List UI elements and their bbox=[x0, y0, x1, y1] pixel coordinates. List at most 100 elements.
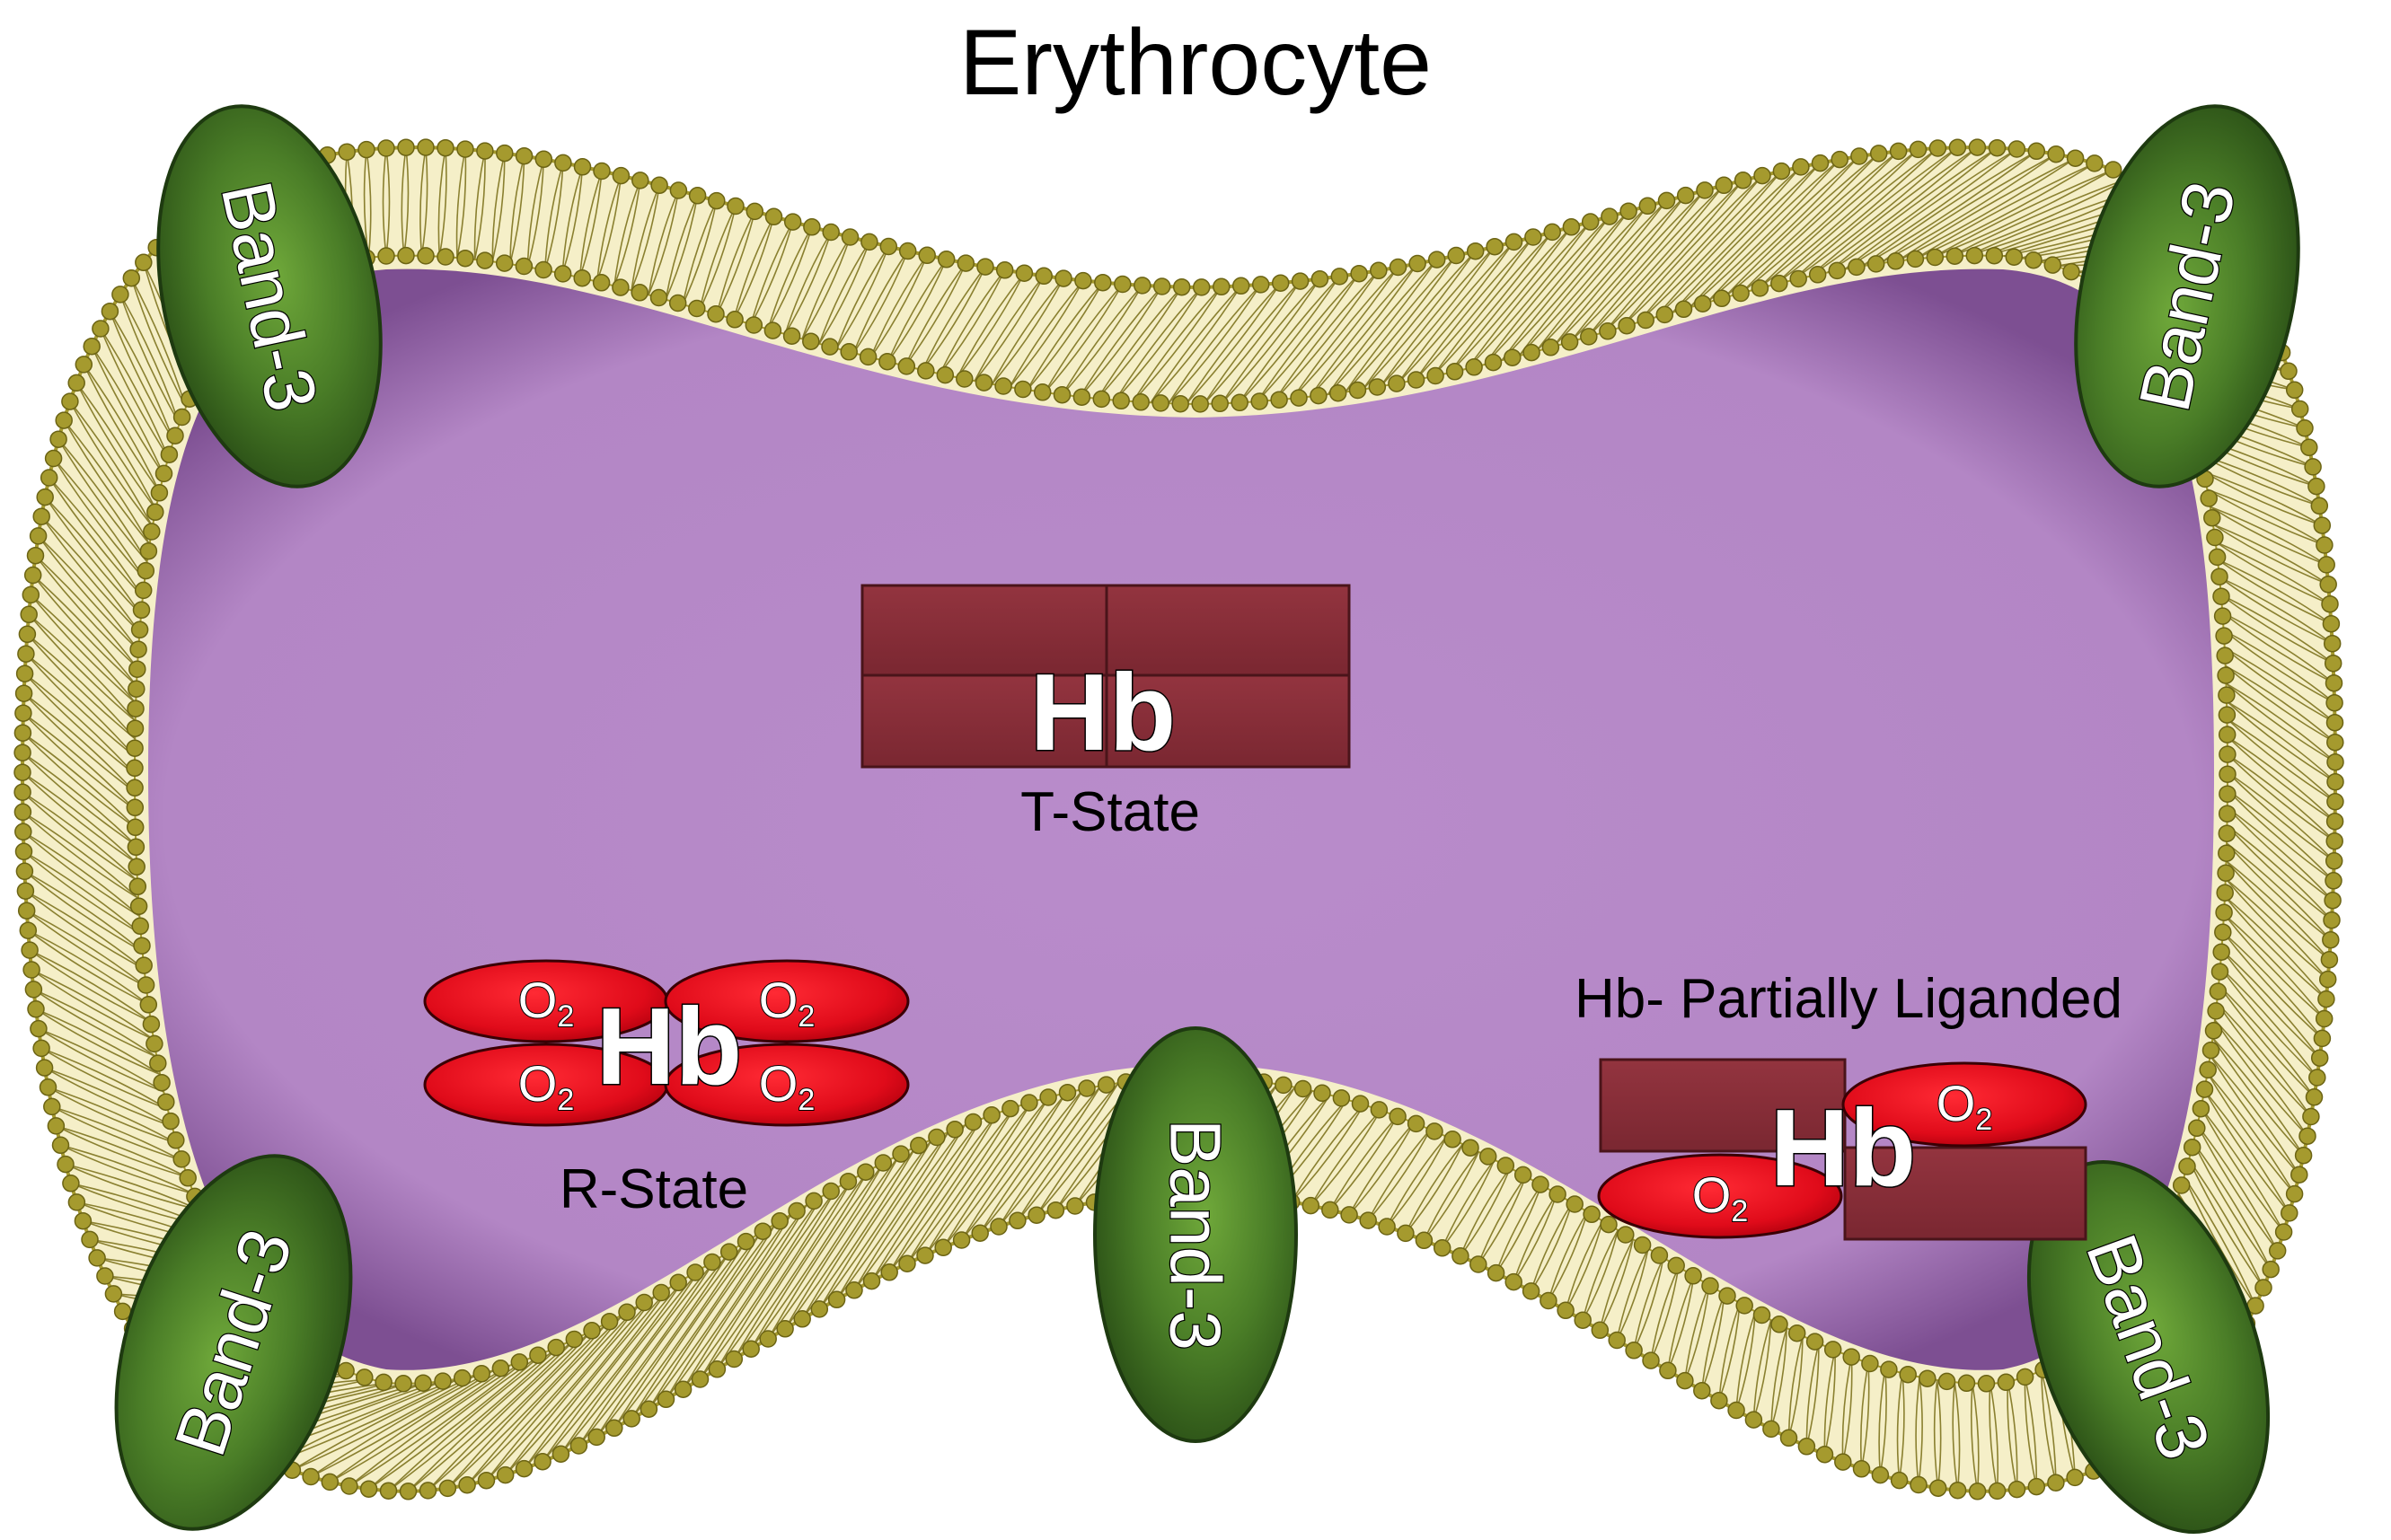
lipid-head bbox=[1389, 1107, 1407, 1126]
lipid-tail bbox=[65, 1163, 201, 1211]
lipid-tail bbox=[1132, 286, 1222, 402]
lipid-tail bbox=[91, 346, 164, 475]
lipid-head bbox=[1425, 1122, 1443, 1140]
lipid-tail bbox=[1309, 262, 1418, 398]
lipid-tail bbox=[2223, 629, 2335, 704]
lipid-tail bbox=[1844, 148, 2017, 270]
lipid-head bbox=[1447, 246, 1465, 265]
lipid-head bbox=[1009, 1211, 1027, 1230]
lipid-tail bbox=[33, 989, 157, 1058]
lipid-head bbox=[434, 1372, 452, 1390]
lipid-head bbox=[2210, 568, 2228, 585]
lipid-head bbox=[2317, 990, 2335, 1008]
lipid-head bbox=[2066, 1468, 2084, 1487]
lipid-tail bbox=[388, 1345, 560, 1492]
lipid-tail bbox=[1582, 1229, 1619, 1321]
lipid-tail bbox=[887, 259, 948, 363]
lipid-head bbox=[96, 1267, 114, 1285]
lipid-head bbox=[419, 1482, 437, 1500]
lipid-tail bbox=[1513, 1193, 1558, 1283]
lipid-tail bbox=[979, 1088, 1084, 1234]
lipid-tail bbox=[1345, 255, 1457, 393]
lipid-head bbox=[1451, 1246, 1469, 1265]
lipid-tail bbox=[2196, 1124, 2279, 1252]
lipid-head bbox=[2016, 1368, 2034, 1386]
svg-text:O2: O2 bbox=[759, 1055, 815, 1117]
lipid-head bbox=[111, 286, 129, 304]
lipid-tail bbox=[2216, 1002, 2312, 1118]
lipid-tail bbox=[835, 246, 889, 349]
lipid-tail bbox=[1310, 1109, 1381, 1207]
lipid-tail bbox=[835, 1131, 949, 1300]
lipid-head bbox=[805, 1192, 823, 1210]
lipid-head bbox=[476, 251, 494, 269]
lipid-tail bbox=[2196, 1124, 2279, 1252]
lipid-tail bbox=[1878, 1368, 1886, 1475]
lipid-head bbox=[67, 1193, 86, 1211]
lipid-tail bbox=[957, 272, 1026, 378]
lipid-tail bbox=[1620, 175, 1763, 328]
lipid-head bbox=[880, 1263, 898, 1281]
lipid-head bbox=[669, 1273, 687, 1292]
lipid-head bbox=[1580, 328, 1598, 346]
lipid-tail bbox=[456, 149, 467, 259]
lipid-tail bbox=[49, 477, 144, 598]
lipid-tail bbox=[2225, 682, 2336, 763]
lipid-tail bbox=[37, 535, 139, 651]
lipid-tail bbox=[291, 1374, 477, 1471]
lipid-tail bbox=[852, 251, 909, 354]
lipid-head bbox=[2254, 1279, 2272, 1297]
lipid-tail bbox=[733, 216, 775, 320]
lipid-head bbox=[573, 268, 591, 287]
lipid-tail bbox=[1405, 1143, 1464, 1234]
lipid-head bbox=[2308, 1069, 2326, 1087]
lipid-tail bbox=[1723, 153, 1880, 299]
lipid-tail bbox=[665, 1213, 792, 1400]
lipid-head bbox=[2315, 1009, 2334, 1028]
lipid-head bbox=[2104, 161, 2122, 179]
lipid-head bbox=[377, 139, 395, 157]
lipid-tail bbox=[767, 1162, 885, 1340]
lipid-tail bbox=[1672, 163, 1822, 313]
lipid-tail bbox=[446, 1322, 609, 1489]
lipid-head bbox=[708, 191, 726, 210]
lipid-head bbox=[1834, 1453, 1852, 1471]
lipid-tail bbox=[1805, 1342, 1820, 1447]
o2-symbol: O bbox=[759, 1055, 798, 1112]
lipid-head bbox=[1985, 246, 2004, 265]
lipid-head bbox=[994, 377, 1012, 395]
lipid-head bbox=[754, 1222, 772, 1240]
lipid-head bbox=[592, 274, 611, 292]
lipid-tail bbox=[906, 1106, 1016, 1264]
lipid-tail bbox=[1689, 158, 1840, 308]
lipid-tail bbox=[53, 457, 146, 580]
lipid-head bbox=[377, 247, 395, 265]
lipid-head bbox=[2218, 844, 2236, 862]
lipid-head bbox=[30, 1019, 48, 1038]
lipid-head bbox=[17, 645, 35, 663]
lipid-tail bbox=[40, 1047, 169, 1110]
lipid-head bbox=[1112, 392, 1130, 410]
lipid-tail bbox=[1950, 176, 2132, 258]
lipid-tail bbox=[578, 1259, 716, 1447]
lipid-head bbox=[1566, 1195, 1584, 1213]
lipid-head bbox=[1310, 269, 1329, 288]
lipid-head bbox=[113, 1302, 132, 1321]
lipid-tail bbox=[716, 1187, 838, 1370]
lipid-tail bbox=[1758, 148, 1919, 290]
lipid-head bbox=[26, 546, 45, 565]
lipid-head bbox=[1715, 176, 1734, 195]
lipid-tail bbox=[2227, 806, 2334, 902]
lipid-head bbox=[1696, 181, 1714, 199]
lipid-head bbox=[2298, 1127, 2316, 1145]
lipid-tail bbox=[1586, 184, 1725, 338]
lipid-head bbox=[2216, 647, 2234, 664]
lipid-tail bbox=[1239, 276, 1340, 403]
lipid-head bbox=[1601, 207, 1619, 225]
lipid-tail bbox=[366, 149, 372, 259]
lipid-head bbox=[13, 724, 32, 742]
lipid-tail bbox=[1735, 1311, 1756, 1411]
lipid-tail bbox=[2227, 753, 2335, 842]
lipid-tail bbox=[1348, 1122, 1415, 1216]
lipid-head bbox=[1676, 1371, 1694, 1390]
